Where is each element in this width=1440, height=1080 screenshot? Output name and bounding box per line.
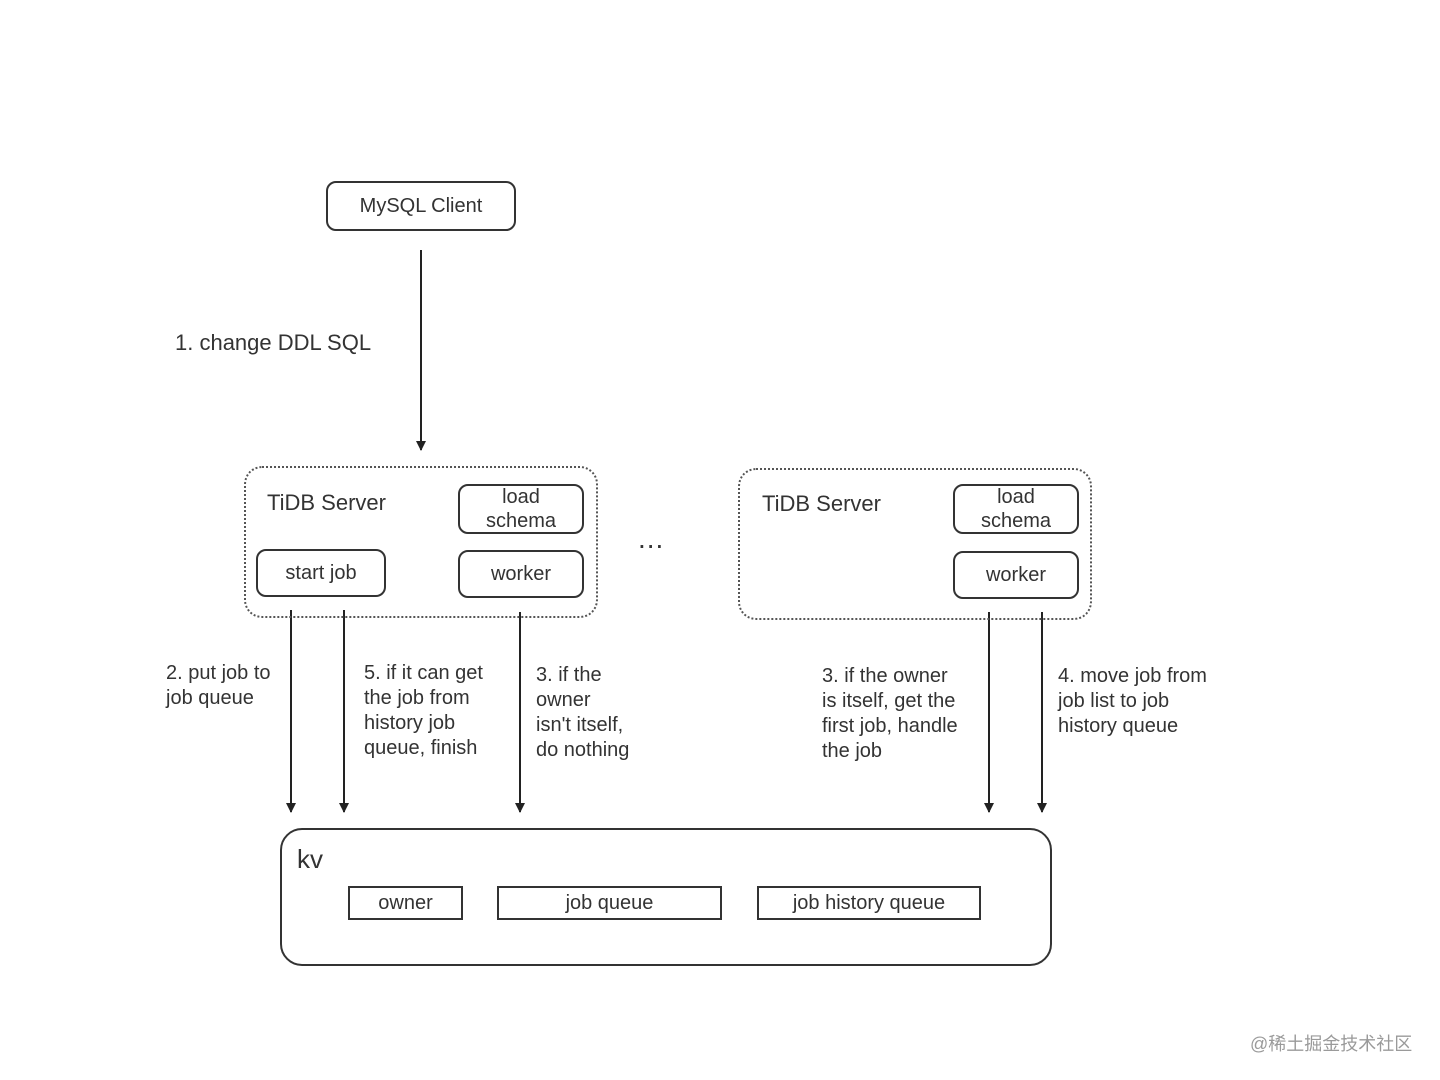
kv-owner-box: owner xyxy=(348,886,463,920)
step-3-left-label: 3. if the owner isn't itself, do nothing xyxy=(536,664,630,761)
tidb-server-left-title: TiDB Server xyxy=(267,490,386,515)
worker-right-label: worker xyxy=(985,564,1046,586)
step-2-label: 2. put job to job queue xyxy=(166,662,271,709)
step-1-label: 1. change DDL SQL xyxy=(175,330,372,355)
kv-title: kv xyxy=(297,844,323,874)
step-4-label: 4. move job from job list to job history… xyxy=(1058,665,1207,737)
tidb-server-left xyxy=(244,466,598,618)
worker-left-box: worker xyxy=(458,550,584,598)
mysql-client-label: MySQL Client xyxy=(359,195,483,217)
tidb-server-right xyxy=(738,468,1092,620)
kv-job-queue-label: job queue xyxy=(565,891,654,914)
kv-owner-label: owner xyxy=(378,891,433,914)
start-job-box: start job xyxy=(256,549,386,597)
mysql-client-box: MySQL Client xyxy=(326,181,516,231)
kv-job-history-queue-label: job history queue xyxy=(792,891,946,914)
start-job-label: start job xyxy=(285,562,357,584)
worker-right-box: worker xyxy=(953,551,1079,599)
load-schema-left-label: load schema xyxy=(485,486,557,532)
kv-job-history-queue-box: job history queue xyxy=(757,886,981,920)
tidb-server-right-title: TiDB Server xyxy=(762,491,881,516)
ellipsis: ... xyxy=(638,523,665,554)
step-5-label: 5. if it can get the job from history jo… xyxy=(364,662,483,759)
load-schema-left-box: load schema xyxy=(458,484,584,534)
worker-left-label: worker xyxy=(490,563,551,585)
step-3-right-label: 3. if the owner is itself, get the first… xyxy=(822,665,958,762)
load-schema-right-box: load schema xyxy=(953,484,1079,534)
watermark: @稀土掘金技术社区 xyxy=(1250,1034,1413,1054)
kv-job-queue-box: job queue xyxy=(497,886,722,920)
load-schema-right-label: load schema xyxy=(980,486,1052,532)
kv-store xyxy=(280,828,1052,966)
